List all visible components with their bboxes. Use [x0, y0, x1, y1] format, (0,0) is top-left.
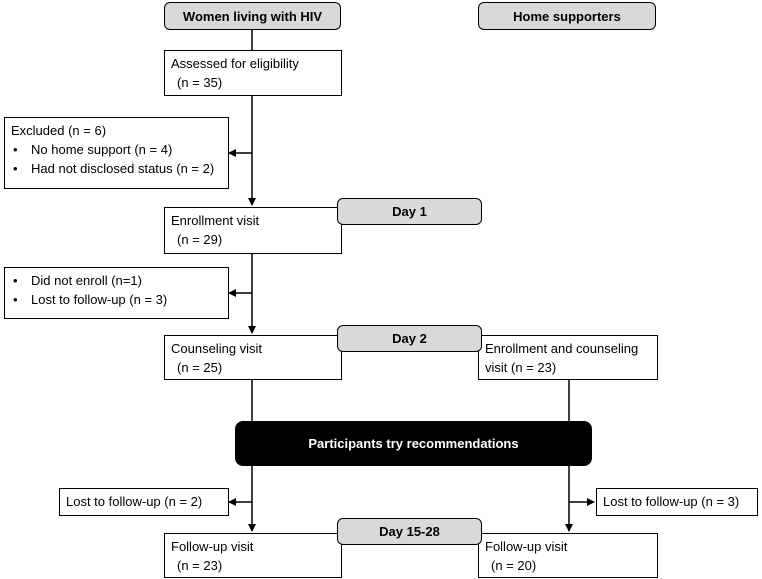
- followup-women-n: (n = 23): [177, 558, 223, 573]
- supporter-enroll-title: Enrollment and counseling: [485, 341, 639, 356]
- lost-women-text: Lost to follow-up (n = 2): [66, 494, 203, 509]
- enrollment-title: Enrollment visit: [171, 213, 260, 228]
- supporter-enroll-n: visit (n = 23): [485, 360, 557, 375]
- counseling-box: Counseling visit (n = 25): [164, 335, 342, 380]
- day1-badge: Day 1: [337, 198, 482, 225]
- lost-supporters-box: Lost to follow-up (n = 3): [596, 488, 758, 516]
- header-supporters: Home supporters: [478, 2, 656, 30]
- supporter-enroll-box: Enrollment and counseling visit (n = 23): [478, 335, 658, 380]
- assessed-box: Assessed for eligibility (n = 35): [164, 50, 342, 96]
- dropout1-box: Did not enroll (n=1) Lost to follow-up (…: [4, 267, 229, 319]
- excluded-title: Excluded (n = 6): [11, 123, 107, 138]
- followup-supporters-box: Follow-up visit (n = 20): [478, 533, 658, 578]
- excluded-box: Excluded (n = 6) No home support (n = 4)…: [4, 117, 229, 189]
- day2-badge: Day 2: [337, 325, 482, 352]
- enrollment-n: (n = 29): [177, 232, 223, 247]
- lost-supporters-text: Lost to follow-up (n = 3): [603, 494, 740, 509]
- excluded-reason: Had not disclosed status (n = 2): [11, 159, 222, 178]
- header-women: Women living with HIV: [164, 2, 341, 30]
- day15-badge: Day 15-28: [337, 518, 482, 545]
- followup-supporters-n: (n = 20): [491, 558, 537, 573]
- enrollment-box: Enrollment visit (n = 29): [164, 207, 342, 254]
- dropout1-reason: Did not enroll (n=1): [11, 271, 222, 290]
- counseling-title: Counseling visit: [171, 341, 263, 356]
- followup-supporters-title: Follow-up visit: [485, 539, 568, 554]
- dropout1-reason: Lost to follow-up (n = 3): [11, 290, 222, 309]
- counseling-n: (n = 25): [177, 360, 223, 375]
- followup-women-title: Follow-up visit: [171, 539, 254, 554]
- assessed-title: Assessed for eligibility: [171, 56, 299, 71]
- lost-women-box: Lost to follow-up (n = 2): [59, 488, 229, 516]
- excluded-reason: No home support (n = 4): [11, 140, 222, 159]
- assessed-n: (n = 35): [177, 75, 223, 90]
- try-recommendations-bar: Participants try recommendations: [235, 421, 592, 466]
- followup-women-box: Follow-up visit (n = 23): [164, 533, 342, 578]
